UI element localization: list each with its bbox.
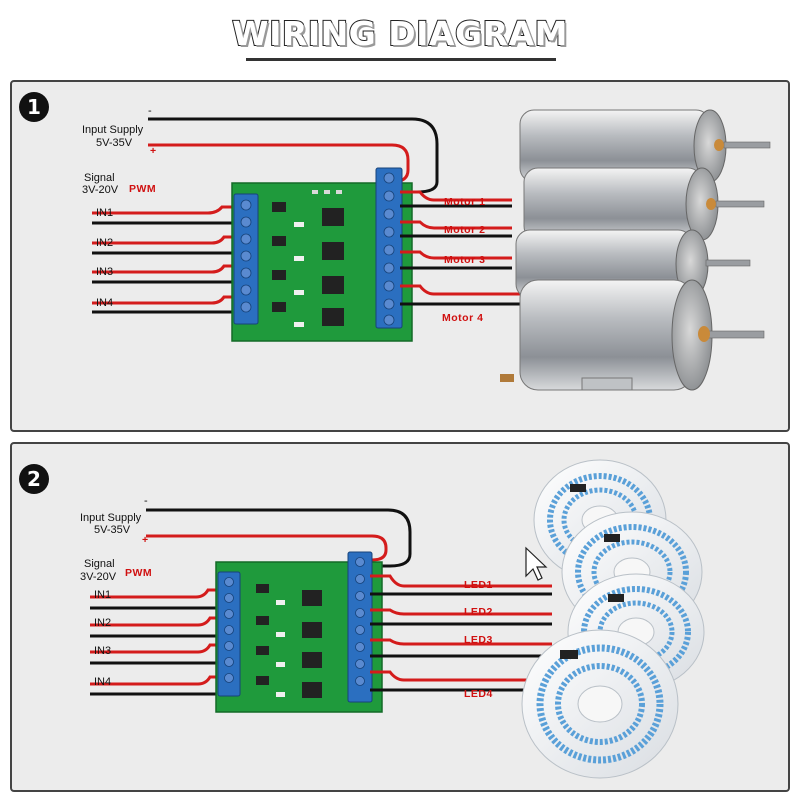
input-label-in1: IN1 [96,207,113,219]
page-title: WIRING DIAGRAM [231,13,568,54]
input-label-in3: IN3 [96,266,113,278]
supply-positive-wire [148,143,410,184]
supply-negative-wire [146,508,412,568]
pwm-label: PWM [125,567,152,579]
title-underline [246,58,556,61]
led-strip-reel-icon [521,459,705,779]
svg-text:2: 2 [27,467,41,491]
supply-voltage: 5V-35V [96,137,133,149]
panel-led-strips: 2 - Input Supply 5V-35V + Signal 3V-20V … [10,442,790,792]
input-wires [92,205,238,314]
step-badge-2: 2 [19,464,49,494]
plus-label: + [150,145,157,157]
signal-label: Signal [84,558,115,570]
output-label-led1: LED1 [464,579,493,591]
output-label-motor4: Motor 4 [442,312,483,324]
supply-label: Input Supply [80,512,142,524]
input-label-in1: IN1 [94,589,111,601]
input-label-in2: IN2 [94,617,111,629]
mouse-cursor-icon [525,546,548,581]
output-label-motor2: Motor 2 [444,224,485,236]
output-label-motor1: Motor 1 [444,196,485,208]
input-label-in4: IN4 [96,297,113,309]
panel-motors: 1 - Input Supply 5V-35V + Signal 3V-20V … [10,80,790,432]
mosfet-driver-board [215,551,383,713]
input-label-in4: IN4 [94,676,111,688]
mosfet-driver-board [231,167,413,342]
supply-positive-wire [146,534,388,562]
signal-label: Signal [84,172,115,184]
output-label-led3: LED3 [464,634,493,646]
signal-voltage: 3V-20V [82,184,119,196]
plus-label: + [142,534,149,546]
input-label-in2: IN2 [96,237,113,249]
motor-wiring-diagram: 1 - Input Supply 5V-35V + Signal 3V-20V … [19,92,771,391]
output-label-led2: LED2 [464,606,493,618]
input-wires [90,588,222,696]
output-wires [370,574,552,692]
signal-voltage: 3V-20V [80,571,117,583]
output-label-led4: LED4 [464,688,493,700]
svg-text:1: 1 [27,95,41,119]
led-wiring-diagram: 2 - Input Supply 5V-35V + Signal 3V-20V … [19,459,705,779]
output-wires [400,190,522,306]
supply-negative-wire [148,117,439,194]
step-badge-1: 1 [19,92,49,122]
pwm-label: PWM [129,183,156,195]
dc-motor-icon [500,109,771,391]
input-label-in3: IN3 [94,645,111,657]
minus-label: - [148,105,152,117]
supply-voltage: 5V-35V [94,524,131,536]
output-label-motor3: Motor 3 [444,254,485,266]
minus-label: - [144,495,148,507]
supply-label: Input Supply [82,124,144,136]
